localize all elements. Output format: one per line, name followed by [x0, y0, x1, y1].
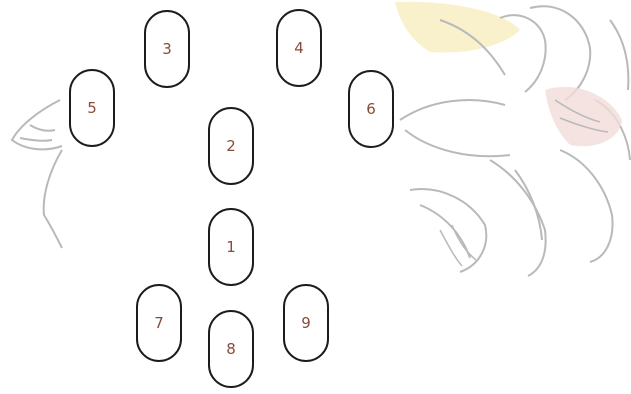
slot-5[interactable]: 5	[69, 69, 115, 147]
slot-9-label: 9	[301, 314, 311, 332]
slot-6[interactable]: 6	[348, 70, 394, 148]
slot-7-label: 7	[154, 314, 164, 332]
slot-2-label: 2	[226, 137, 236, 155]
slot-3-label: 3	[162, 40, 172, 58]
slot-4[interactable]: 4	[276, 9, 322, 87]
slot-2[interactable]: 2	[208, 107, 254, 185]
slot-4-label: 4	[294, 39, 304, 57]
slot-9[interactable]: 9	[283, 284, 329, 362]
slot-7[interactable]: 7	[136, 284, 182, 362]
slot-3[interactable]: 3	[144, 10, 190, 88]
slot-1-label: 1	[226, 238, 236, 256]
slot-8[interactable]: 8	[208, 310, 254, 388]
slot-5-label: 5	[87, 99, 97, 117]
slot-6-label: 6	[366, 100, 376, 118]
left-leaf-sketch	[12, 100, 62, 248]
slot-8-label: 8	[226, 340, 236, 358]
slot-1[interactable]: 1	[208, 208, 254, 286]
